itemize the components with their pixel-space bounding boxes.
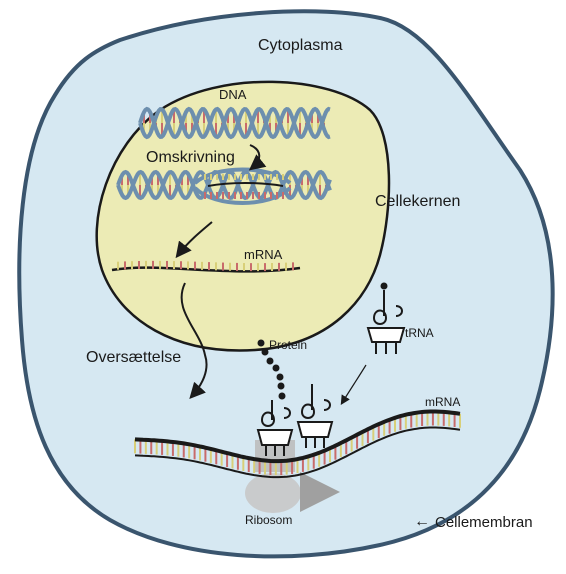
translation-arrow — [180, 282, 208, 399]
trna-molecule-ribosome — [256, 400, 294, 456]
transcription-arrow — [248, 144, 267, 171]
mrna-cytoplasm-label: mRNA — [425, 395, 460, 409]
cell-membrane-label: Cellemembran — [435, 514, 533, 531]
dna-transcription-helix — [116, 167, 332, 205]
trna-arrow — [340, 364, 367, 406]
trna-molecule-ribosome-2 — [296, 384, 334, 448]
mrna-strand-cytoplasm — [134, 409, 461, 479]
trna-molecule-free — [366, 282, 406, 354]
mrna-nucleus-label: mRNA — [244, 247, 283, 262]
dna-label: DNA — [219, 87, 247, 102]
dna-to-mrna-arrow — [175, 221, 213, 259]
cytoplasm-label: Cytoplasma — [258, 37, 343, 54]
translation-label: Oversættelse — [86, 349, 181, 366]
ribosome-label: Ribosom — [245, 513, 292, 527]
protein-label: Protein — [269, 338, 307, 352]
trna-label: tRNA — [405, 326, 434, 340]
transcription-label: Omskrivning — [146, 149, 235, 166]
dna-double-helix — [138, 106, 331, 140]
membrane-pointer-arrow: ← — [414, 513, 430, 530]
mrna-strand-nucleus — [111, 260, 301, 273]
nucleus — [95, 80, 391, 352]
protein-chain — [257, 339, 286, 400]
nucleus-label: Cellekernen — [375, 193, 460, 210]
